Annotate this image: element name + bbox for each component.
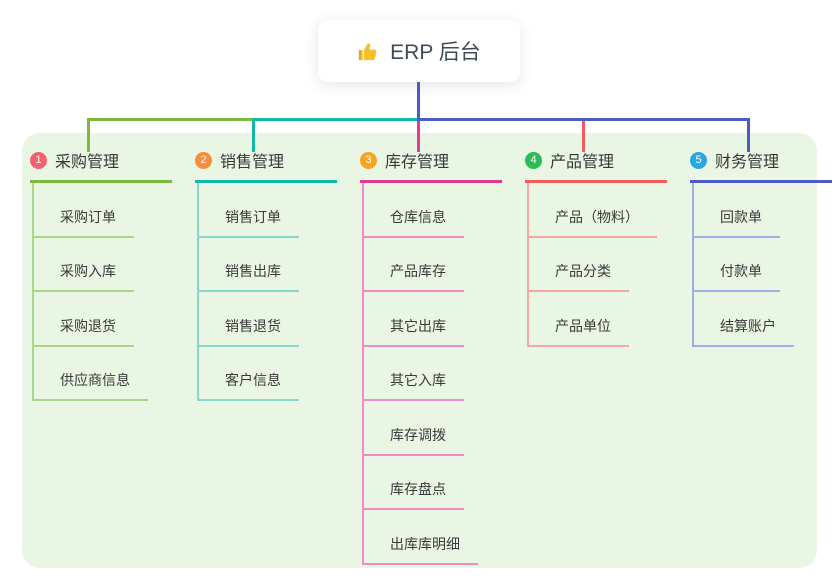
child-label: 客户信息 [199,370,299,401]
branch-children: 产品（物料） 产品分类产品单位 [527,183,657,347]
branch-children: 销售订单销售出库销售退货客户信息 [197,183,299,401]
branch: 3 库存管理仓库信息产品库存其它出库其它入库库存调拨库存盘点出库库明细 [360,148,512,565]
branch-drop-connector [87,118,90,152]
branch-rail-connector [252,118,420,121]
child-label: 产品库存 [364,261,464,292]
child-label: 付款单 [694,261,780,292]
child-label: 销售出库 [199,261,299,292]
child-label: 其它出库 [364,316,464,347]
branch-label: 库存管理 [385,154,450,171]
branch-index-badge: 2 [195,151,212,169]
branch-index-badge: 4 [525,151,542,169]
root-stem-connector [417,82,420,121]
branch-drop-connector [747,118,750,152]
branch-children: 采购订单采购入库采购退货供应商信息 [32,183,148,401]
child-node[interactable]: 产品（物料） [529,183,657,238]
child-label: 回款单 [694,207,780,238]
branch-drop-connector [417,118,420,152]
branch: 4 产品管理产品（物料） 产品分类产品单位 [525,148,677,347]
child-node[interactable]: 采购订单 [34,183,148,238]
child-node[interactable]: 其它入库 [364,347,478,401]
child-label: 销售订单 [199,207,299,238]
child-node[interactable]: 产品单位 [529,292,657,347]
child-label: 仓库信息 [364,207,464,238]
branch-rail-connector [417,118,750,121]
branch-label: 财务管理 [715,154,780,171]
branch-node[interactable]: 4 产品管理 [525,148,667,183]
child-label: 供应商信息 [34,370,148,401]
child-node[interactable]: 其它出库 [364,292,478,347]
child-node[interactable]: 库存盘点 [364,456,478,510]
child-label: 库存盘点 [364,479,464,510]
branch-index-badge: 5 [690,151,707,169]
root-node[interactable]: ERP 后台 [318,20,520,82]
branch: 1 采购管理采购订单采购入库采购退货供应商信息 [30,148,182,401]
child-node[interactable]: 供应商信息 [34,347,148,401]
branch: 5 财务管理回款单付款单结算账户 [690,148,839,347]
branch-label: 销售管理 [220,154,285,171]
child-label: 采购入库 [34,261,134,292]
child-node[interactable]: 仓库信息 [364,183,478,238]
branch-drop-connector [252,118,255,152]
child-node[interactable]: 客户信息 [199,347,299,401]
child-node[interactable]: 采购入库 [34,238,148,292]
child-label: 库存调拨 [364,425,464,456]
branch: 2 销售管理销售订单销售出库销售退货客户信息 [195,148,347,401]
child-label: 产品（物料） [529,207,657,238]
root-label: ERP 后台 [390,41,481,64]
branch-children: 仓库信息产品库存其它出库其它入库库存调拨库存盘点出库库明细 [362,183,478,565]
child-label: 产品单位 [529,316,629,347]
branch-label: 采购管理 [55,154,120,171]
child-node[interactable]: 付款单 [694,238,794,292]
branch-label: 产品管理 [550,154,615,171]
branch-drop-connector [582,118,585,152]
child-node[interactable]: 采购退货 [34,292,148,347]
child-node[interactable]: 销售出库 [199,238,299,292]
child-label: 采购退货 [34,316,134,347]
branch-node[interactable]: 5 财务管理 [690,148,832,183]
thumbs-up-icon [357,40,380,63]
child-label: 产品分类 [529,261,629,292]
branch-index-badge: 3 [360,151,377,169]
branches-background-panel [22,133,817,568]
child-label: 其它入库 [364,370,464,401]
child-label: 采购订单 [34,207,134,238]
branch-index-badge: 1 [30,151,47,169]
child-node[interactable]: 回款单 [694,183,794,238]
child-node[interactable]: 出库库明细 [364,510,478,565]
child-node[interactable]: 产品分类 [529,238,657,292]
branch-node[interactable]: 1 采购管理 [30,148,172,183]
child-node[interactable]: 库存调拨 [364,401,478,456]
child-node[interactable]: 结算账户 [694,292,794,347]
child-node[interactable]: 销售订单 [199,183,299,238]
child-node[interactable]: 销售退货 [199,292,299,347]
branch-node[interactable]: 2 销售管理 [195,148,337,183]
child-node[interactable]: 产品库存 [364,238,478,292]
child-label: 销售退货 [199,316,299,347]
child-label: 结算账户 [694,316,794,347]
branch-node[interactable]: 3 库存管理 [360,148,502,183]
child-label: 出库库明细 [364,534,478,565]
branch-children: 回款单付款单结算账户 [692,183,794,347]
